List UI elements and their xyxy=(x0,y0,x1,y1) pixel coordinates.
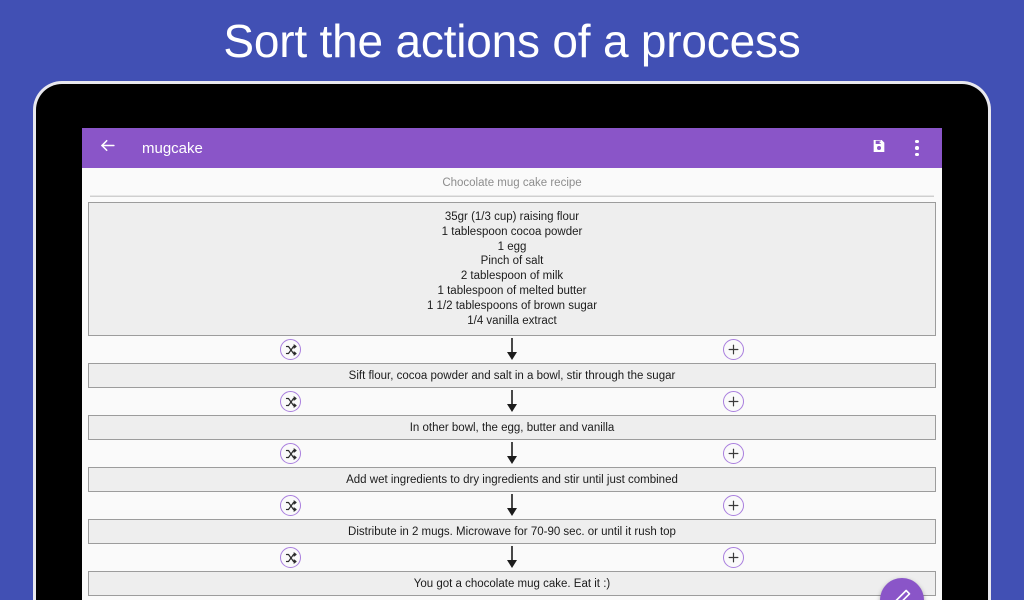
arrow-down-icon xyxy=(505,389,519,419)
add-step-button[interactable] xyxy=(723,547,744,569)
process-title: Chocolate mug cake recipe xyxy=(442,177,582,189)
plus-circle-icon xyxy=(723,495,744,517)
ingredient-line: 35gr (1/3 cup) raising flour xyxy=(444,211,580,223)
back-button[interactable] xyxy=(94,135,120,161)
connector-row xyxy=(88,388,936,415)
shuffle-icon xyxy=(280,391,301,413)
edit-fab[interactable] xyxy=(880,578,924,600)
connector-row xyxy=(88,440,936,467)
app-bar: mugcake xyxy=(82,128,942,168)
save-button[interactable] xyxy=(868,137,890,159)
app-screen: mugcake xyxy=(82,128,942,600)
plus-circle-icon xyxy=(723,339,744,361)
shuffle-button[interactable] xyxy=(280,443,301,465)
add-step-button[interactable] xyxy=(723,495,744,517)
ingredients-box[interactable]: 35gr (1/3 cup) raising flour 1 tablespoo… xyxy=(88,202,936,337)
shuffle-icon xyxy=(280,547,301,569)
step-item[interactable]: In other bowl, the egg, butter and vanil… xyxy=(88,415,936,441)
connector-row xyxy=(88,336,936,363)
app-bar-title: mugcake xyxy=(142,139,203,157)
ingredient-line: 1 egg xyxy=(497,240,527,253)
overflow-menu-button[interactable] xyxy=(906,137,928,159)
arrow-down-icon xyxy=(505,545,519,575)
step-item[interactable]: Sift flour, cocoa powder and salt in a b… xyxy=(88,363,936,389)
step-item[interactable]: Distribute in 2 mugs. Microwave for 70-9… xyxy=(88,519,936,545)
connector-row xyxy=(88,544,936,571)
plus-circle-icon xyxy=(723,443,744,465)
add-step-button[interactable] xyxy=(723,339,744,361)
ingredient-line: 1 tablespoon cocoa powder xyxy=(441,225,583,238)
arrow-down-icon xyxy=(505,441,519,471)
pencil-icon xyxy=(892,588,912,600)
arrow-down-icon xyxy=(505,493,519,523)
ingredient-line: 2 tablespoon of milk xyxy=(460,270,564,283)
ingredient-line: Pinch of salt xyxy=(480,255,544,268)
add-step-button[interactable] xyxy=(723,391,744,413)
connector-row xyxy=(88,492,936,519)
ingredient-line: 1 1/2 tablespoons of brown sugar xyxy=(426,299,598,312)
shuffle-button[interactable] xyxy=(280,495,301,517)
app-bar-actions xyxy=(868,137,928,159)
shuffle-button[interactable] xyxy=(280,339,301,361)
add-step-button[interactable] xyxy=(723,443,744,465)
shuffle-icon xyxy=(280,339,301,361)
process-editor-content: Chocolate mug cake recipe 35gr (1/3 cup)… xyxy=(82,168,942,600)
ingredient-line: 1 tablespoon of melted butter xyxy=(437,284,587,297)
shuffle-button[interactable] xyxy=(280,391,301,413)
promo-headline: Sort the actions of a process xyxy=(223,15,801,67)
shuffle-button[interactable] xyxy=(280,547,301,569)
arrow-down-icon xyxy=(505,337,519,367)
title-divider xyxy=(90,195,934,197)
save-icon xyxy=(871,138,887,159)
plus-circle-icon xyxy=(723,391,744,413)
step-item[interactable]: You got a chocolate mug cake. Eat it :) xyxy=(88,571,936,597)
plus-circle-icon xyxy=(723,547,744,569)
ingredient-line: 1/4 vanilla extract xyxy=(467,314,557,327)
shuffle-icon xyxy=(280,443,301,465)
shuffle-icon xyxy=(280,495,301,517)
arrow-left-icon xyxy=(98,136,117,160)
step-item[interactable]: Add wet ingredients to dry ingredients a… xyxy=(88,467,936,493)
more-vertical-icon xyxy=(915,139,919,157)
tablet-device-frame: mugcake xyxy=(36,84,988,600)
